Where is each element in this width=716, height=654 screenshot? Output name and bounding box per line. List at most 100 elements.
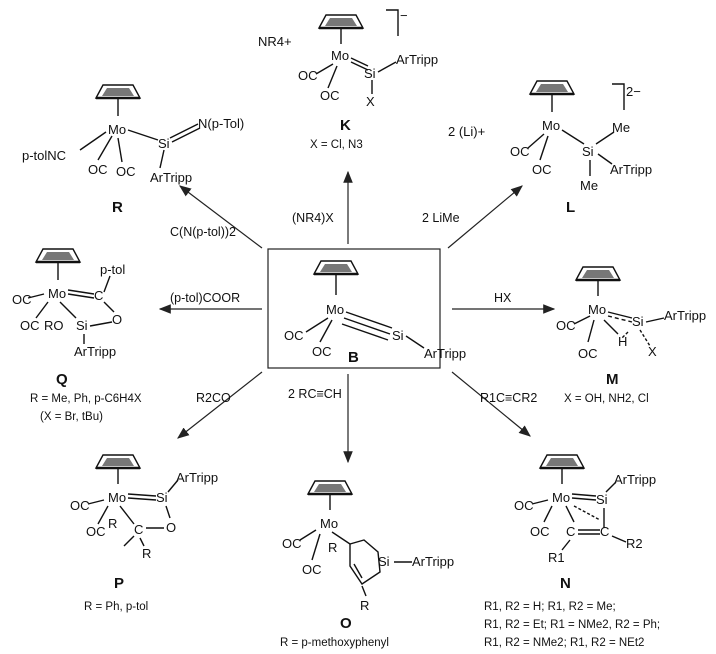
svg-text:OC: OC	[556, 318, 576, 333]
reagent-to-n: R1C≡CR2	[480, 391, 537, 405]
svg-text:Mo: Mo	[320, 516, 338, 531]
b-aryl: ArTripp	[424, 346, 466, 361]
b-si: Si	[392, 328, 404, 343]
svg-text:Mo: Mo	[542, 118, 560, 133]
svg-text:R = Ph, p-tol: R = Ph, p-tol	[84, 601, 148, 613]
svg-text:NR4+: NR4+	[258, 34, 292, 49]
svg-text:Si: Si	[156, 490, 168, 505]
svg-text:ArTripp: ArTripp	[396, 52, 438, 67]
svg-text:ArTripp: ArTripp	[614, 472, 656, 487]
svg-text:OC: OC	[578, 346, 598, 361]
svg-text:Si: Si	[632, 314, 644, 329]
svg-text:p-tolNC: p-tolNC	[22, 148, 66, 163]
svg-text:2 (Li)+: 2 (Li)+	[448, 124, 485, 139]
svg-text:R: R	[360, 598, 369, 613]
svg-text:RO: RO	[44, 318, 64, 333]
svg-text:P: P	[114, 575, 124, 592]
svg-text:N(p-Tol): N(p-Tol)	[198, 116, 244, 131]
svg-text:Si: Si	[76, 318, 88, 333]
svg-text:OC: OC	[320, 88, 340, 103]
svg-text:ArTripp: ArTripp	[176, 470, 218, 485]
compound-l: Mo Si Me Me ArTripp OC OC 2 (Li)+ 2− L	[448, 79, 652, 216]
svg-text:R1, R2 = H; R1, R2 = Me;: R1, R2 = H; R1, R2 = Me;	[484, 601, 616, 613]
svg-text:R: R	[328, 540, 337, 555]
svg-text:OC: OC	[86, 524, 106, 539]
svg-text:C: C	[134, 522, 143, 537]
reagent-to-m: HX	[494, 291, 512, 305]
reagent-to-p: R2CO	[196, 391, 231, 405]
compound-q: Mo C p-tol O Si RO ArTripp OC OC Q R = M…	[12, 247, 142, 423]
reagent-to-k: (NR4)X	[292, 211, 334, 225]
svg-text:OC: OC	[88, 162, 108, 177]
svg-text:C: C	[94, 288, 103, 303]
svg-text:OC: OC	[12, 292, 32, 307]
svg-text:K: K	[340, 117, 351, 134]
compound-p: Mo Si ArTripp O C R R OC OC P R = Ph, p-…	[70, 453, 218, 613]
b-co2: OC	[312, 344, 332, 359]
svg-text:2−: 2−	[626, 84, 641, 99]
svg-text:(X = Br, tBu): (X = Br, tBu)	[40, 411, 103, 423]
svg-text:Si: Si	[582, 144, 594, 159]
svg-text:ArTripp: ArTripp	[74, 344, 116, 359]
svg-text:OC: OC	[116, 164, 136, 179]
svg-text:Si: Si	[378, 554, 390, 569]
svg-text:OC: OC	[302, 562, 322, 577]
svg-text:OC: OC	[510, 144, 530, 159]
arrow-to-l	[447, 185, 523, 249]
svg-text:X: X	[648, 344, 657, 359]
svg-text:Q: Q	[56, 371, 68, 388]
svg-text:Si: Si	[596, 492, 608, 507]
svg-text:X = Cl, N3: X = Cl, N3	[310, 139, 363, 151]
svg-text:R1, R2 = Et; R1 = NMe2, R2 = P: R1, R2 = Et; R1 = NMe2, R2 = Ph;	[484, 619, 660, 631]
arrow-to-r	[179, 185, 263, 249]
svg-text:C: C	[600, 524, 609, 539]
svg-text:Mo: Mo	[108, 122, 126, 137]
svg-text:N: N	[560, 575, 571, 592]
svg-text:Me: Me	[580, 178, 598, 193]
compound-n: Mo Si ArTripp C C R1 R2 OC OC N R1, R2 =…	[484, 453, 660, 649]
svg-text:Si: Si	[364, 66, 376, 81]
svg-text:ArTripp: ArTripp	[412, 554, 454, 569]
svg-text:Mo: Mo	[552, 490, 570, 505]
svg-text:−: −	[400, 8, 408, 23]
svg-text:Mo: Mo	[588, 302, 606, 317]
svg-text:OC: OC	[282, 536, 302, 551]
svg-text:OC: OC	[514, 498, 534, 513]
svg-text:X: X	[366, 94, 375, 109]
svg-text:R2: R2	[626, 536, 643, 551]
svg-text:Mo: Mo	[108, 490, 126, 505]
svg-text:M: M	[606, 371, 619, 388]
svg-text:ArTripp: ArTripp	[610, 162, 652, 177]
svg-text:p-tol: p-tol	[100, 262, 125, 277]
compound-k: Mo Si ArTripp X OC OC NR4+ − K X = Cl, N…	[258, 8, 438, 151]
svg-text:C: C	[566, 524, 575, 539]
svg-text:R: R	[112, 199, 123, 216]
svg-text:O: O	[112, 312, 122, 327]
svg-text:R: R	[108, 516, 117, 531]
b-co1: OC	[284, 328, 304, 343]
svg-text:R: R	[142, 546, 151, 561]
reagent-to-l: 2 LiMe	[422, 211, 460, 225]
svg-text:X = OH, NH2, Cl: X = OH, NH2, Cl	[564, 393, 649, 405]
reagent-to-r: C(N(p-tol))2	[170, 225, 236, 239]
svg-text:Me: Me	[612, 120, 630, 135]
svg-text:R = p-methoxyphenyl: R = p-methoxyphenyl	[280, 637, 389, 649]
svg-text:Mo: Mo	[331, 48, 349, 63]
reagent-to-o: 2 RC≡CH	[288, 387, 342, 401]
svg-text:R = Me, Ph, p-C6H4X: R = Me, Ph, p-C6H4X	[30, 393, 142, 405]
svg-text:OC: OC	[532, 162, 552, 177]
svg-text:OC: OC	[20, 318, 40, 333]
svg-text:R1, R2 = NMe2; R1, R2 = NEt2: R1, R2 = NMe2; R1, R2 = NEt2	[484, 637, 644, 649]
svg-text:O: O	[340, 615, 352, 632]
reagent-to-q: (p-tol)COOR	[170, 291, 240, 305]
b-mo: Mo	[326, 302, 344, 317]
b-label: B	[348, 349, 359, 366]
compound-o: Mo Si ArTripp R R OC OC O R = p-methoxyp…	[280, 479, 454, 649]
svg-text:Mo: Mo	[48, 286, 66, 301]
svg-text:R1: R1	[548, 550, 565, 565]
svg-text:ArTripp: ArTripp	[150, 170, 192, 185]
compound-m: Mo Si ArTripp X H OC OC M X = OH, NH2, C…	[556, 265, 706, 405]
arrow-to-p	[177, 371, 263, 439]
svg-text:OC: OC	[70, 498, 90, 513]
